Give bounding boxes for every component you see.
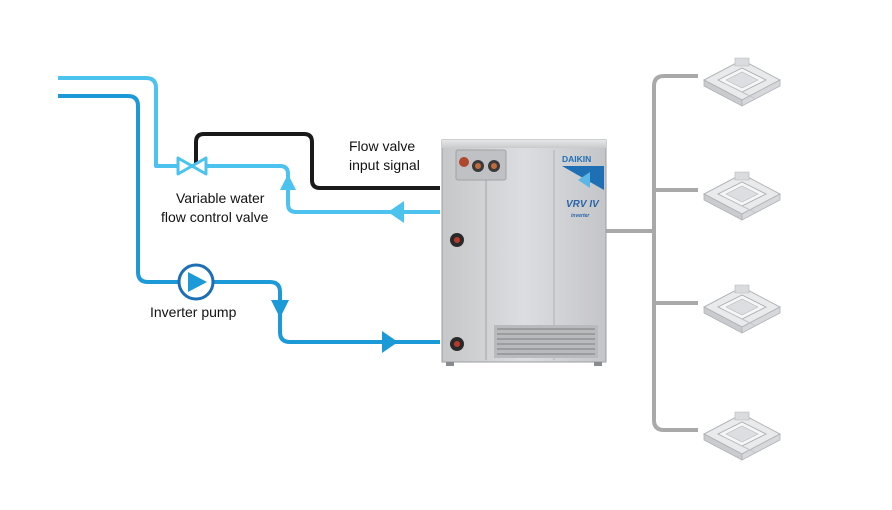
indoor-unit-3 — [702, 284, 782, 334]
cassette-panel — [734, 171, 750, 181]
indoor-unit-4 — [702, 411, 782, 461]
cassette-panel — [741, 433, 781, 461]
valve-label-line2: flow control valve — [161, 209, 269, 225]
model-label: VRV IV — [566, 199, 600, 210]
flow-arrow-right-icon — [382, 331, 398, 353]
cassette-vane — [739, 317, 757, 327]
indoor-unit-2 — [702, 171, 782, 221]
ceiling-cassette-icon — [702, 411, 782, 461]
flow-arrow-down-icon — [271, 300, 289, 318]
brand-label: DAIKIN — [562, 154, 591, 164]
cassette-panel — [741, 79, 781, 107]
ceiling-cassette-icon — [702, 57, 782, 107]
cassette-panel — [734, 411, 750, 421]
cassette-vane — [739, 444, 757, 454]
ceiling-cassette-icon — [702, 171, 782, 221]
flow-valve-label-line1: Flow valve — [349, 138, 415, 154]
cassette-panel — [741, 306, 781, 334]
valve-label-line1: Variable water — [176, 190, 265, 206]
pump-icon — [177, 263, 215, 301]
daikin-logo: DAIKIN — [562, 154, 604, 190]
indoor-unit-1 — [702, 57, 782, 107]
valve-icon — [176, 156, 208, 176]
flow-arrow-up-icon — [280, 174, 296, 190]
submodel-label: inverter — [571, 213, 590, 219]
cassette-vane — [739, 204, 757, 214]
cassette-panel — [741, 193, 781, 221]
refrigerant-line — [606, 74, 698, 432]
cassette-panel — [725, 185, 759, 203]
outdoor-unit: DAIKIN VRV IV inverter — [441, 139, 607, 366]
cassette-panel — [725, 425, 759, 443]
flow-arrow-left-icon — [388, 201, 404, 223]
vent-grille — [494, 325, 598, 358]
cassette-panel — [734, 284, 750, 294]
flow-valve-label-line2: input signal — [349, 157, 420, 173]
flow-valve-signal-line — [194, 132, 440, 190]
cassette-panel — [734, 57, 750, 67]
cassette-panel — [725, 71, 759, 89]
cassette-vane — [739, 90, 757, 100]
pump-label: Inverter pump — [150, 304, 237, 320]
cassette-panel — [725, 298, 759, 316]
ceiling-cassette-icon — [702, 284, 782, 334]
light-water-pipe — [58, 76, 440, 214]
